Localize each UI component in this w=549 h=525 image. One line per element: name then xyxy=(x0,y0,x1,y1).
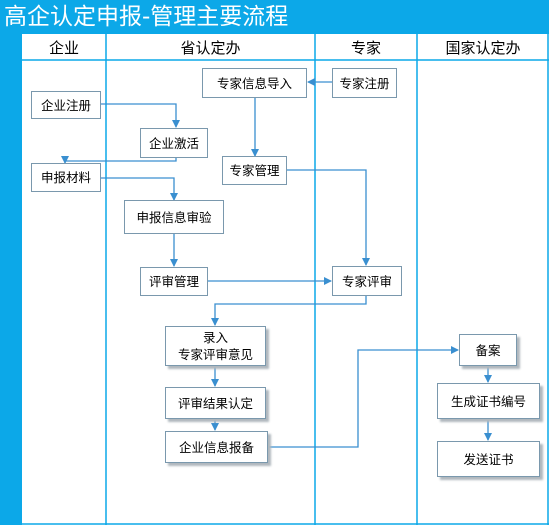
node-filing: 备案 xyxy=(459,334,517,366)
node-expert-info-import-label: 专家信息导入 xyxy=(216,75,292,91)
node-enter-expert-opinion-line2: 专家评审意见 xyxy=(177,347,253,362)
node-expert-register: 专家注册 xyxy=(332,68,397,98)
lane-header-enterprise: 企业 xyxy=(48,39,79,57)
diagram-title: 高企认定申报-管理主要流程 xyxy=(4,4,289,30)
node-result-confirm: 评审结果认定 xyxy=(165,387,266,419)
node-result-confirm-label: 评审结果认定 xyxy=(177,395,253,411)
node-expert-management: 专家管理 xyxy=(222,156,287,185)
node-filing-label: 备案 xyxy=(475,342,501,358)
node-enterprise-info-report-label: 企业信息报备 xyxy=(178,439,254,455)
node-send-certificate: 发送证书 xyxy=(437,441,540,477)
node-submit-materials: 申报材料 xyxy=(31,163,101,192)
node-enterprise-register: 企业注册 xyxy=(31,91,101,119)
node-submit-materials-label: 申报材料 xyxy=(40,170,91,185)
lane-header-national-office: 国家认定办 xyxy=(445,39,521,57)
lane-header-expert: 专家 xyxy=(350,39,381,57)
node-enterprise-activate: 企业激活 xyxy=(140,128,208,158)
node-generate-cert-number-label: 生成证书编号 xyxy=(450,393,526,409)
node-enter-expert-opinion: 录入 专家评审意见 xyxy=(165,326,266,366)
node-enterprise-register-label: 企业注册 xyxy=(40,97,91,113)
arrow-expert-management-to-review xyxy=(286,169,370,266)
node-expert-management-label: 专家管理 xyxy=(229,163,280,178)
arrow-expert-review-to-opinion xyxy=(211,296,367,326)
arrow-materials-to-review xyxy=(100,177,178,201)
node-declaration-review: 申报信息审验 xyxy=(124,200,224,234)
node-review-management-label: 评审管理 xyxy=(148,274,199,289)
node-expert-register-label: 专家注册 xyxy=(339,75,390,91)
arrow-activate-to-materials xyxy=(61,156,177,164)
node-generate-cert-number: 生成证书编号 xyxy=(437,383,540,419)
left-accent-strip xyxy=(0,34,22,525)
node-enterprise-activate-label: 企业激活 xyxy=(148,135,199,151)
node-expert-info-import: 专家信息导入 xyxy=(202,68,307,98)
node-expert-review: 专家评审 xyxy=(332,266,402,296)
node-send-certificate-label: 发送证书 xyxy=(463,451,514,467)
node-expert-review-label: 专家评审 xyxy=(341,273,392,289)
node-declaration-review-label: 申报信息审验 xyxy=(136,209,212,225)
node-enterprise-info-report: 企业信息报备 xyxy=(165,431,268,463)
title-bar: 高企认定申报-管理主要流程 xyxy=(0,0,549,34)
lane-header-provincial-office: 省认定办 xyxy=(180,39,241,57)
arrow-report-to-filing xyxy=(268,346,459,448)
node-enter-expert-opinion-line1: 录入 xyxy=(202,330,228,345)
arrow-register-to-activate xyxy=(100,103,180,128)
node-review-management: 评审管理 xyxy=(140,267,208,296)
